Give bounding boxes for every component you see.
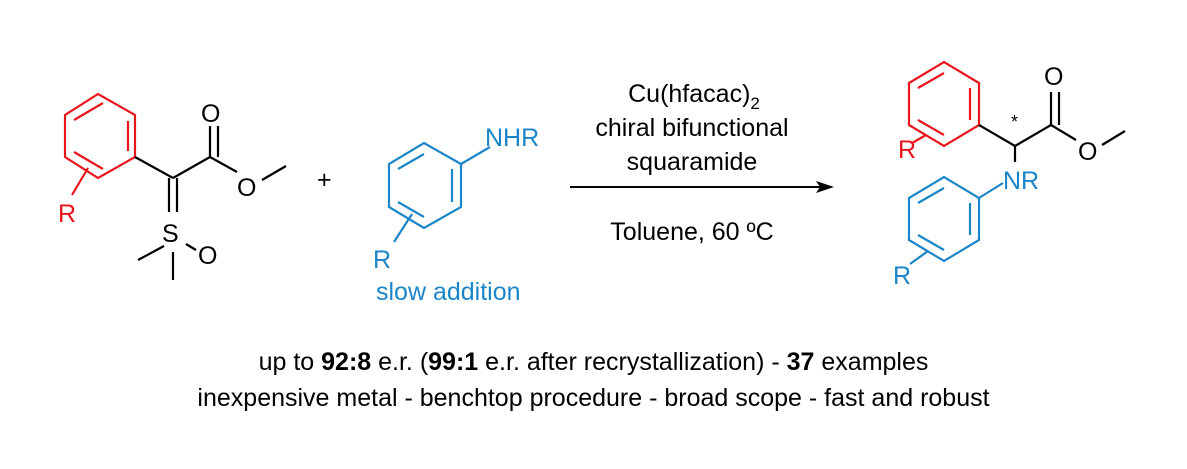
reactant-sulfoxonium-ylide: R O O S O [58,92,287,280]
ligand-line-1: chiral bifunctional [595,114,788,142]
catalyst-label: Cu(hfacac)2 [628,80,760,113]
reactant1-skeleton-bonds [134,126,287,280]
reactant1-carbonyl-o: O [201,100,220,128]
product-amino-ester: R * O O NR R [893,60,1126,290]
stereocenter-star: * [1011,112,1018,132]
aniline-benzene-ring [387,141,491,243]
slow-addition-note: slow addition [376,278,521,306]
product-nr-label: NR [1003,167,1039,195]
plus-sign: + [317,166,332,194]
solvent-temperature-label: Toluene, 60 ºC [610,218,773,246]
product-red-ring [907,60,981,148]
reactant1-benzene-ring [63,92,137,196]
reaction-conditions: Cu(hfacac)2 chiral bifunctional squarami… [570,80,834,246]
product-skeleton-bonds [978,92,1126,162]
results-summary-line: up to 92:8 e.r. (99:1 e.r. after recryst… [258,348,929,376]
reactant1-r-label: R [58,200,76,228]
features-line: inexpensive metal - benchtop procedure -… [197,384,990,412]
reactant1-sulfur: S [162,220,179,248]
product-ester-o: O [1078,138,1097,166]
reactant-aniline: NHR R slow addition [373,124,539,306]
aniline-r-label: R [373,246,391,274]
reactant1-ester-o: O [237,174,256,202]
reaction-scheme: R O O S O + NHR R sl [58,60,1126,306]
product-blue-ring [907,175,1004,265]
reaction-arrow [570,181,834,193]
reactant1-sulfoxide-o: O [198,242,217,270]
product-r-red: R [898,136,916,164]
aniline-nhr-label: NHR [485,124,539,152]
ligand-line-2: squaramide [627,148,758,176]
product-r-blue: R [893,262,911,290]
product-carbonyl-o: O [1044,63,1063,91]
